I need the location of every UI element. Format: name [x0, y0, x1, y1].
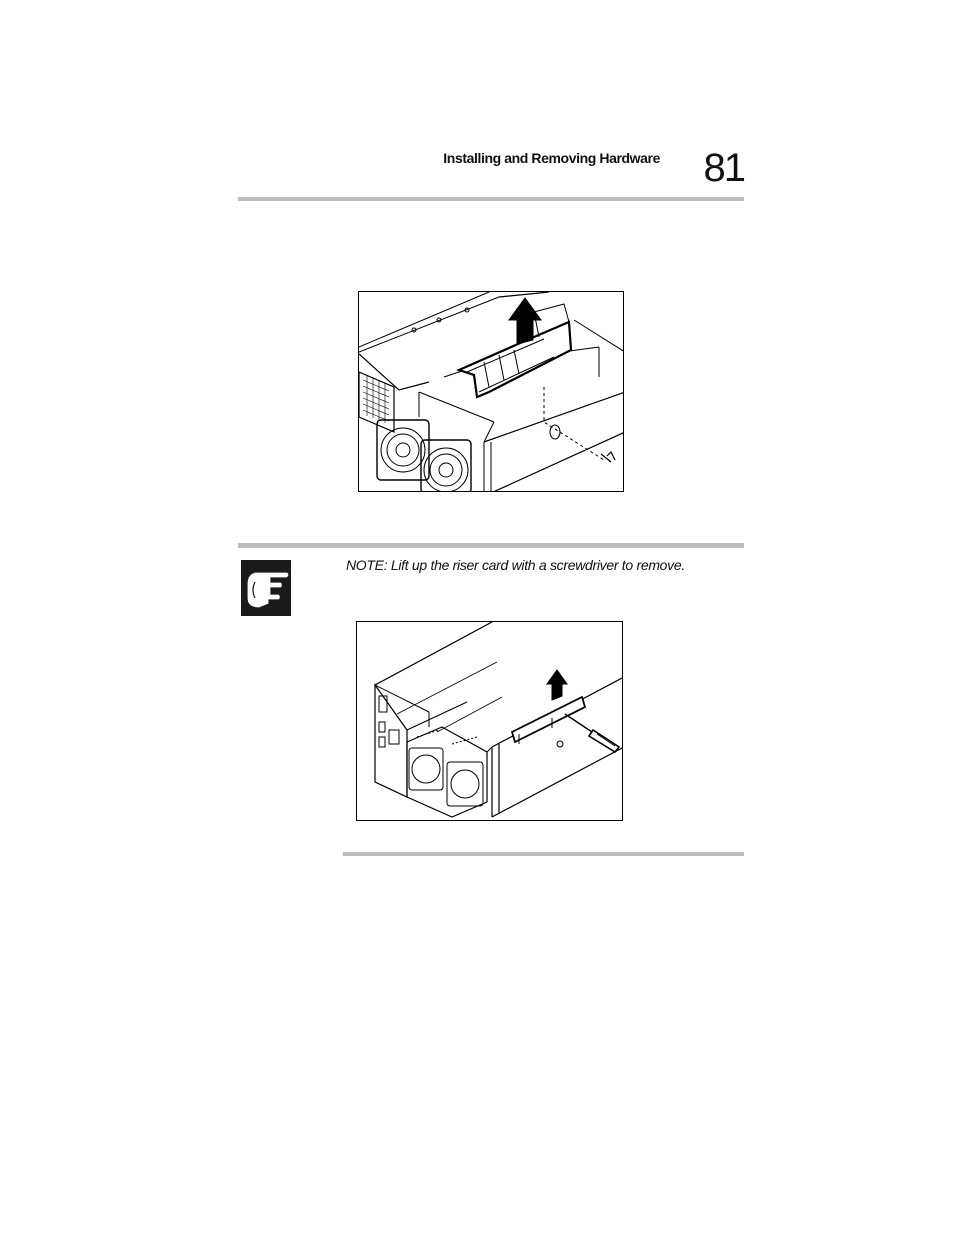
- note-rule: [238, 543, 744, 548]
- riser-card-screwdriver-figure: [356, 621, 623, 821]
- header-rule: [238, 197, 744, 201]
- note-text: NOTE: Lift up the riser card with a scre…: [346, 557, 685, 573]
- riser-card-removal-figure: [358, 291, 624, 492]
- riser-card-removal-illustration: [359, 292, 623, 491]
- section-end-rule: [343, 852, 744, 856]
- pointing-hand-icon: [241, 560, 291, 616]
- riser-card-screwdriver-illustration: [374, 622, 622, 818]
- page-number: 81: [703, 146, 747, 190]
- page-header-title: Installing and Removing Hardware: [443, 150, 660, 166]
